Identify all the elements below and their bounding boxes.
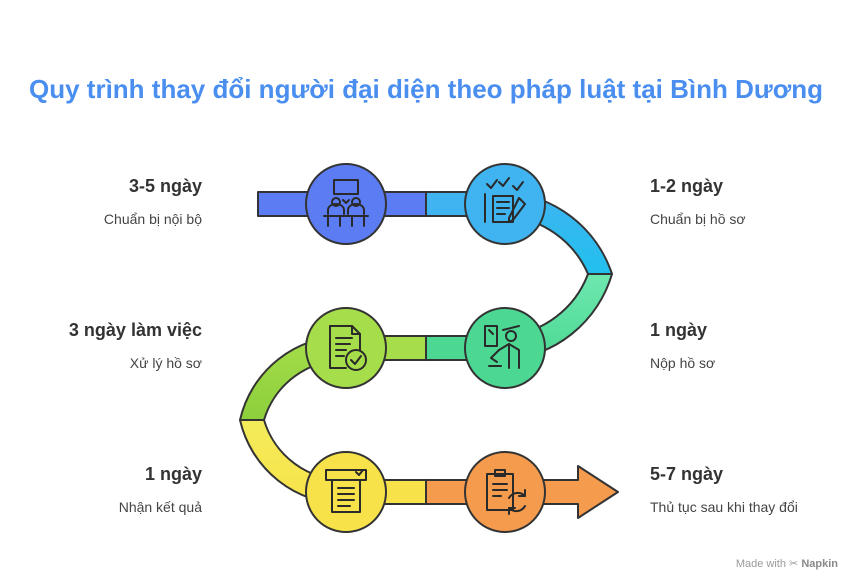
step-6-label: 5-7 ngày Thủ tục sau khi thay đổi	[650, 464, 798, 515]
step-5-description: Nhận kết quả	[118, 499, 202, 515]
step-2-description: Chuẩn bị hồ sơ	[650, 211, 746, 227]
made-with-text: Made with	[735, 558, 786, 570]
step-6-description: Thủ tục sau khi thay đổi	[650, 499, 798, 515]
step-1-circle	[305, 163, 387, 245]
step-1-label: 3-5 ngày Chuẩn bị nội bộ	[104, 176, 202, 227]
diagram-title: Quy trình thay đổi người đại diện theo p…	[29, 74, 823, 104]
step-1-duration: 3-5 ngày	[128, 176, 202, 196]
step-4-label: 3 ngày làm việc Xử lý hồ sơ	[69, 320, 202, 371]
step-1-description: Chuẩn bị nội bộ	[103, 211, 202, 227]
step-5-label: 1 ngày Nhận kết quả	[119, 464, 202, 515]
step-3-circle	[464, 307, 546, 389]
step-2-label: 1-2 ngày Chuẩn bị hồ sơ	[650, 176, 746, 227]
meeting-icon	[323, 179, 369, 227]
step-4-description: Xử lý hồ sơ	[129, 355, 202, 371]
step-3-duration: 1 ngày	[650, 320, 708, 340]
checklist-icon	[484, 177, 526, 223]
napkin-logo-icon: ✂	[789, 558, 799, 570]
napkin-brand: Napkin	[801, 558, 838, 570]
step-3-description: Nộp hồ sơ	[650, 355, 716, 371]
document-check-icon	[329, 325, 367, 371]
step-2-circle	[464, 163, 546, 245]
step-6-circle	[464, 451, 546, 533]
step-3-label: 1 ngày Nộp hồ sơ	[650, 320, 715, 371]
clipboard-refresh-icon	[486, 469, 526, 515]
step-6-duration: 5-7 ngày	[650, 464, 724, 484]
submit-document-icon	[484, 325, 520, 369]
step-2-duration: 1-2 ngày	[650, 176, 724, 196]
step-5-circle	[305, 451, 387, 533]
napkin-watermark: Made with ✂ Napkin	[736, 557, 838, 570]
step-4-circle	[305, 307, 387, 389]
receive-result-icon	[325, 469, 367, 513]
step-4-duration: 3 ngày làm việc	[68, 320, 202, 340]
step-5-duration: 1 ngày	[144, 464, 202, 484]
